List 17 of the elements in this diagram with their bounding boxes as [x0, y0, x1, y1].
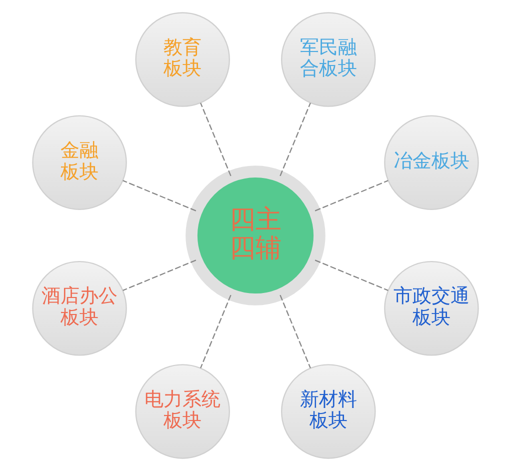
node-circle: 军民融合板块	[281, 12, 376, 107]
connector	[314, 180, 388, 212]
connector	[200, 102, 232, 176]
node-circle: 市政交通板块	[384, 261, 479, 356]
node-circle: 新材料板块	[281, 364, 376, 459]
connector	[122, 260, 196, 291]
connector	[314, 260, 388, 291]
node-circle: 金融板块	[32, 115, 127, 210]
connector	[280, 294, 311, 368]
node-circle: 冶金板块	[384, 115, 479, 210]
node-circle: 电力系统板块	[135, 364, 230, 459]
connector	[200, 294, 232, 368]
node-circle: 酒店办公板块	[32, 261, 127, 356]
node-circle: 教育板块	[135, 12, 230, 107]
connector	[122, 180, 196, 212]
node-circle: 四主四辅	[186, 166, 326, 306]
connector	[280, 102, 311, 176]
